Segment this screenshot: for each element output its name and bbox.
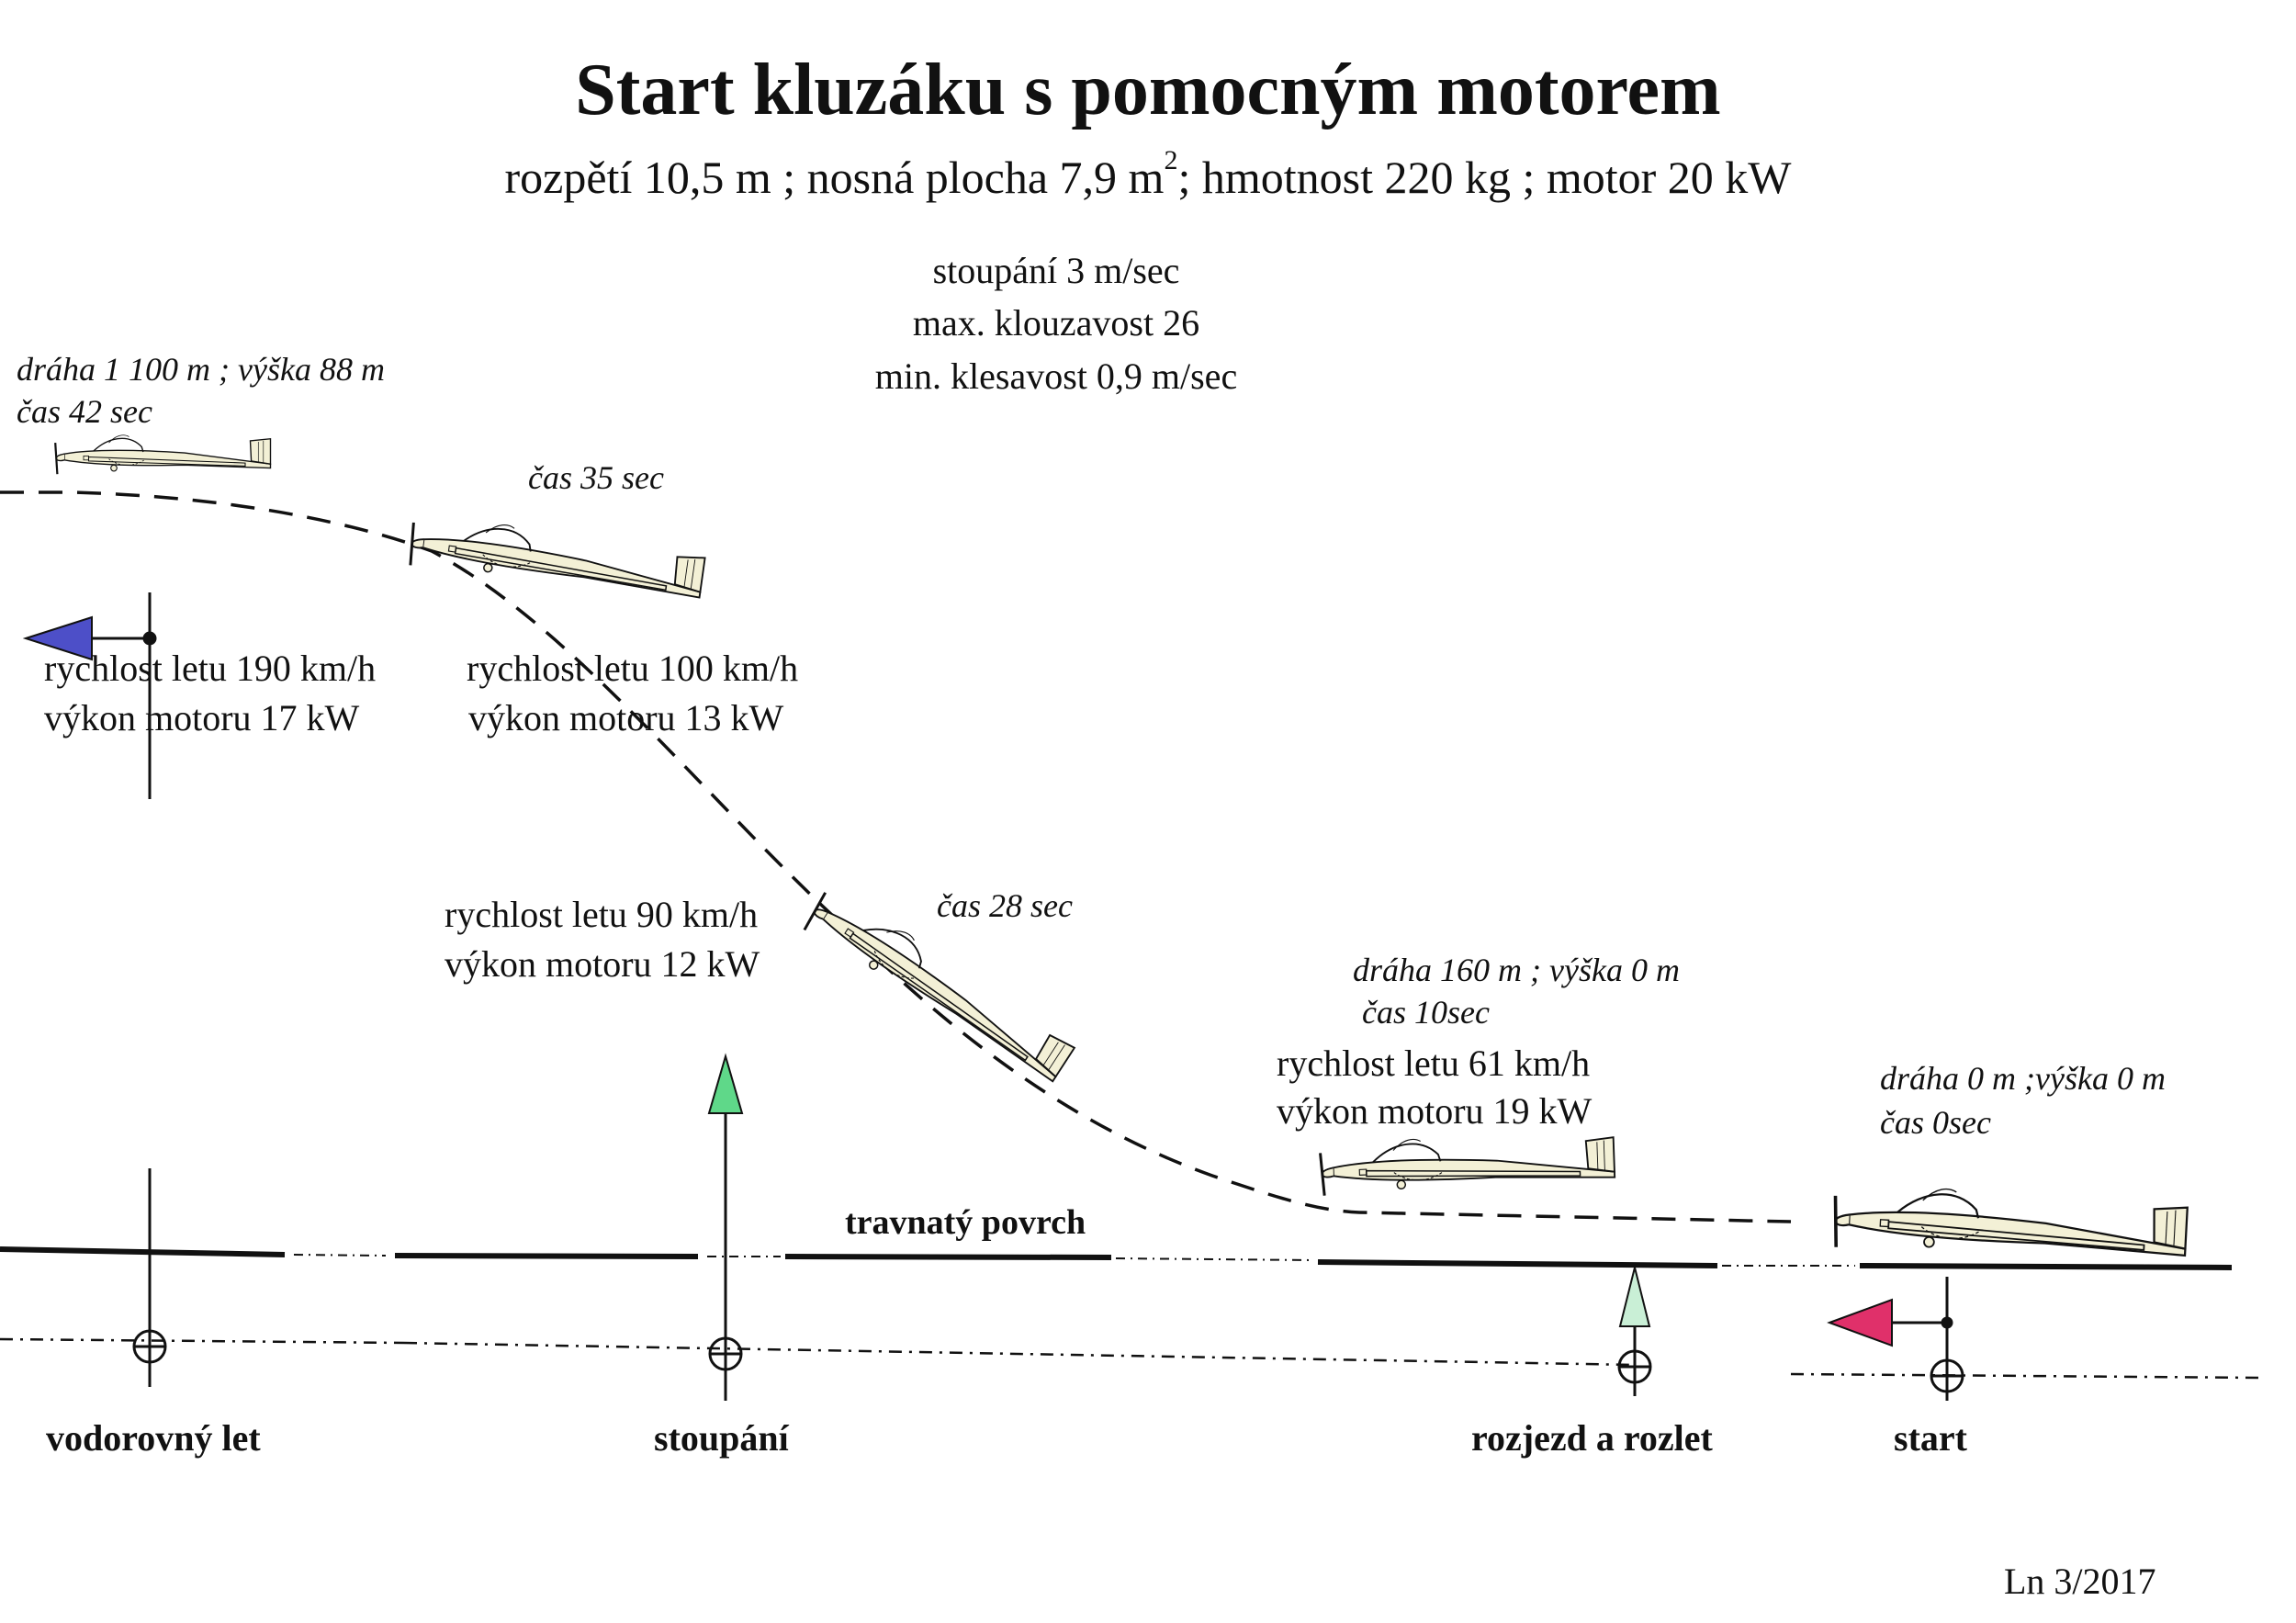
diagram-title: Start kluzáku s pomocným motorem bbox=[575, 50, 1721, 130]
marker-climb bbox=[708, 1111, 743, 1401]
power-climb-28s: výkon motoru 12 kW bbox=[445, 943, 760, 985]
marker-horizontal-flight bbox=[92, 592, 167, 1387]
reference-line bbox=[0, 1337, 2260, 1380]
power-climb-35s: výkon motoru 13 kW bbox=[468, 697, 784, 738]
position-2-time: čas 35 sec bbox=[528, 459, 664, 496]
min-sink-rate: min. klesavost 0,9 m/sec bbox=[874, 355, 1238, 397]
glider-horizontal-flight bbox=[54, 434, 272, 476]
glider-takeoff-run bbox=[1318, 1131, 1616, 1198]
arrow-takeoff bbox=[1618, 1267, 1651, 1327]
position-5-time: čas 0sec bbox=[1880, 1104, 1991, 1141]
glider-start bbox=[1830, 1181, 2189, 1268]
ground-line bbox=[0, 1246, 2233, 1270]
stage-start: start bbox=[1894, 1417, 1967, 1459]
arrow-climb bbox=[707, 1053, 744, 1114]
speed-horizontal-flight: rychlost letu 190 km/h bbox=[44, 648, 377, 689]
climb-rate: stoupání 3 m/sec bbox=[932, 250, 1180, 291]
speed-climb-28s: rychlost letu 90 km/h bbox=[445, 894, 759, 935]
speed-takeoff-run: rychlost letu 61 km/h bbox=[1277, 1043, 1591, 1084]
position-1-time: čas 42 sec bbox=[17, 393, 152, 430]
position-4-time: čas 10sec bbox=[1362, 994, 1490, 1031]
flag-horizontal-flight bbox=[22, 615, 93, 661]
specs-line: rozpětí 10,5 m ; nosná plocha 7,9 m2; hm… bbox=[504, 145, 1792, 203]
position-4-distance: dráha 160 m ; výška 0 m bbox=[1353, 952, 1680, 988]
power-horizontal-flight: výkon motoru 17 kW bbox=[44, 697, 360, 738]
stage-horizontal-flight: vodorovný let bbox=[46, 1417, 261, 1459]
flag-start bbox=[1827, 1298, 1893, 1347]
speed-climb-35s: rychlost letu 100 km/h bbox=[467, 648, 799, 689]
stage-takeoff-run: rozjezd a rozlet bbox=[1471, 1417, 1713, 1459]
flight-path bbox=[0, 490, 1792, 1223]
max-glide-ratio: max. klouzavost 26 bbox=[912, 302, 1200, 344]
marker-takeoff-run bbox=[1617, 1323, 1652, 1396]
author-signature: Ln 3/2017 bbox=[2004, 1561, 2156, 1602]
stage-climb: stoupání bbox=[654, 1417, 789, 1459]
marker-start bbox=[1892, 1277, 1964, 1401]
position-5-distance: dráha 0 m ;výška 0 m bbox=[1880, 1060, 2166, 1097]
power-takeoff-run: výkon motoru 19 kW bbox=[1277, 1090, 1593, 1132]
position-3-time: čas 28 sec bbox=[937, 887, 1073, 924]
position-1-distance: dráha 1 100 m ; výška 88 m bbox=[17, 351, 385, 388]
surface-label: travnatý povrch bbox=[845, 1203, 1086, 1242]
glider-climb-35s bbox=[406, 511, 707, 607]
